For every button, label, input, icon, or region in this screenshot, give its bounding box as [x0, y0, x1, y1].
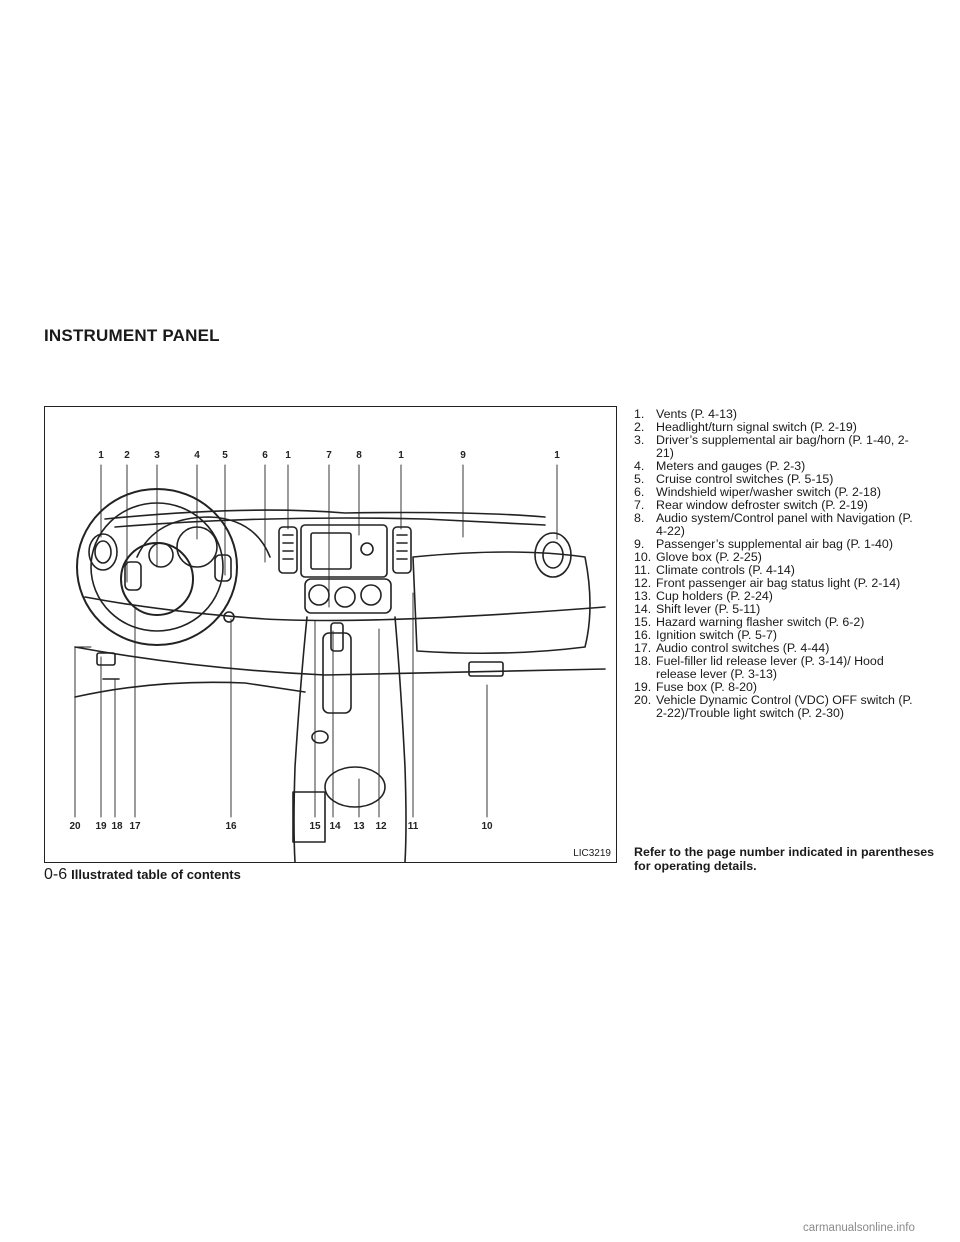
callout-11: 11 — [408, 821, 419, 832]
callout-2: 2 — [124, 450, 130, 461]
list-item: 11. Climate controls (P. 4-14) — [634, 564, 924, 577]
item-text: Fuse box (P. 8-20) — [656, 680, 758, 694]
item-number: 11. — [634, 563, 651, 577]
footer-title: Illustrated table of contents — [71, 867, 241, 882]
list-item: 17. Audio control switches (P. 4-44) — [634, 642, 924, 655]
callout-19: 19 — [95, 821, 107, 832]
callout-4: 4 — [194, 450, 200, 461]
item-text: Fuel-filler lid release lever (P. 3-14)/… — [656, 654, 884, 681]
operating-note: Refer to the page number indicated in pa… — [634, 845, 934, 873]
callout-20: 20 — [69, 821, 81, 832]
item-text: Windshield wiper/washer switch (P. 2-18) — [656, 485, 881, 499]
item-number: 14. — [634, 602, 652, 616]
item-text: Driver’s supplemental air bag/horn (P. 1… — [656, 433, 909, 460]
item-number: 5. — [634, 472, 645, 486]
item-text: Audio control switches (P. 4-44) — [656, 641, 830, 655]
item-number: 19. — [634, 680, 652, 694]
item-number: 16. — [634, 628, 652, 642]
callout-16: 16 — [225, 821, 237, 832]
item-text: Shift lever (P. 5-11) — [656, 602, 761, 616]
list-item: 13. Cup holders (P. 2-24) — [634, 590, 924, 603]
callout-18: 18 — [111, 821, 123, 832]
callout-8: 8 — [356, 450, 362, 461]
figure-code: LIC3219 — [573, 848, 611, 859]
callout-17: 17 — [129, 821, 141, 832]
callout-13: 13 — [353, 821, 365, 832]
list-item: 16. Ignition switch (P. 5-7) — [634, 629, 924, 642]
list-item: 9. Passenger’s supplemental air bag (P. 1… — [634, 538, 924, 551]
item-text: Meters and gauges (P. 2-3) — [656, 459, 806, 473]
item-number: 17. — [634, 641, 652, 655]
item-text: Headlight/turn signal switch (P. 2-19) — [656, 420, 857, 434]
callout-6: 6 — [262, 450, 268, 461]
item-number: 9. — [634, 537, 645, 551]
callout-3: 3 — [154, 450, 160, 461]
item-number: 4. — [634, 459, 645, 473]
list-item: 10. Glove box (P. 2-25) — [634, 551, 924, 564]
list-item: 8. Audio system/Control panel with Naviga… — [634, 512, 924, 538]
list-item: 14. Shift lever (P. 5-11) — [634, 603, 924, 616]
list-item: 12. Front passenger air bag status light … — [634, 577, 924, 590]
callout-9: 9 — [460, 450, 466, 461]
item-text: Ignition switch (P. 5-7) — [656, 628, 777, 642]
callout-5: 5 — [222, 450, 228, 461]
callout-1: 1 — [98, 450, 104, 461]
item-number: 20. — [634, 693, 652, 707]
item-number: 8. — [634, 511, 645, 525]
page-number: 0-6 — [44, 866, 68, 883]
item-text: Passenger’s supplemental air bag (P. 1-4… — [656, 537, 893, 551]
item-number: 3. — [634, 433, 645, 447]
callout-1d: 1 — [554, 450, 560, 461]
item-number: 13. — [634, 589, 652, 603]
item-number: 1. — [634, 407, 645, 421]
item-number: 15. — [634, 615, 652, 629]
legend-list: 1. Vents (P. 4-13) 2. Headlight/turn signa… — [634, 408, 924, 720]
top-callout-labels: 1 2 3 4 5 6 1 7 8 1 9 1 — [98, 450, 560, 461]
item-text: Glove box (P. 2-25) — [656, 550, 762, 564]
list-item: 20. Vehicle Dynamic Control (VDC) OFF swi… — [634, 694, 924, 720]
callout-12: 12 — [375, 821, 387, 832]
list-item: 5. Cruise control switches (P. 5-15) — [634, 473, 924, 486]
watermark[interactable]: carmanualsonline.info — [803, 1222, 915, 1234]
list-item: 3. Driver’s supplemental air bag/horn (P.… — [634, 434, 924, 460]
item-number: 10. — [634, 550, 652, 564]
bottom-callout-labels: 20 19 18 17 16 15 14 13 12 11 10 — [69, 821, 493, 832]
item-text: Climate controls (P. 4-14) — [656, 563, 795, 577]
item-text: Rear window defroster switch (P. 2-19) — [656, 498, 868, 512]
callout-leaders — [74, 464, 558, 818]
item-text: Vents (P. 4-13) — [656, 407, 738, 421]
callout-14: 14 — [329, 821, 341, 832]
callout-1c: 1 — [398, 450, 404, 461]
section-title: INSTRUMENT PANEL — [44, 326, 220, 345]
callout-1b: 1 — [285, 450, 291, 461]
item-text: Front passenger air bag status light (P.… — [656, 576, 901, 590]
list-item: 18. Fuel-filler lid release lever (P. 3-1… — [634, 655, 924, 681]
list-item: 4. Meters and gauges (P. 2-3) — [634, 460, 924, 473]
item-text: Hazard warning flasher switch (P. 6-2) — [656, 615, 865, 629]
item-number: 12. — [634, 576, 652, 590]
item-number: 18. — [634, 654, 652, 668]
list-item: 6. Windshield wiper/washer switch (P. 2-1… — [634, 486, 924, 499]
callout-15: 15 — [309, 821, 321, 832]
callout-10: 10 — [481, 821, 493, 832]
callout-7: 7 — [326, 450, 332, 461]
list-item: 2. Headlight/turn signal switch (P. 2-19) — [634, 421, 924, 434]
list-item: 7. Rear window defroster switch (P. 2-19) — [634, 499, 924, 512]
list-item: 19. Fuse box (P. 8-20) — [634, 681, 924, 694]
item-text: Vehicle Dynamic Control (VDC) OFF switch… — [656, 693, 913, 720]
item-text: Cup holders (P. 2-24) — [656, 589, 773, 603]
item-number: 7. — [634, 498, 645, 512]
dashboard-illustration — [74, 488, 606, 862]
list-item: 1. Vents (P. 4-13) — [634, 408, 924, 421]
item-number: 6. — [634, 485, 645, 499]
item-number: 2. — [634, 420, 645, 434]
list-item: 15. Hazard warning flasher switch (P. 6-2… — [634, 616, 924, 629]
item-text: Audio system/Control panel with Navigati… — [656, 511, 913, 538]
item-text: Cruise control switches (P. 5-15) — [656, 472, 834, 486]
instrument-panel-figure: 1 2 3 4 5 6 1 7 8 1 9 1 20 19 18 17 16 1… — [44, 406, 617, 863]
